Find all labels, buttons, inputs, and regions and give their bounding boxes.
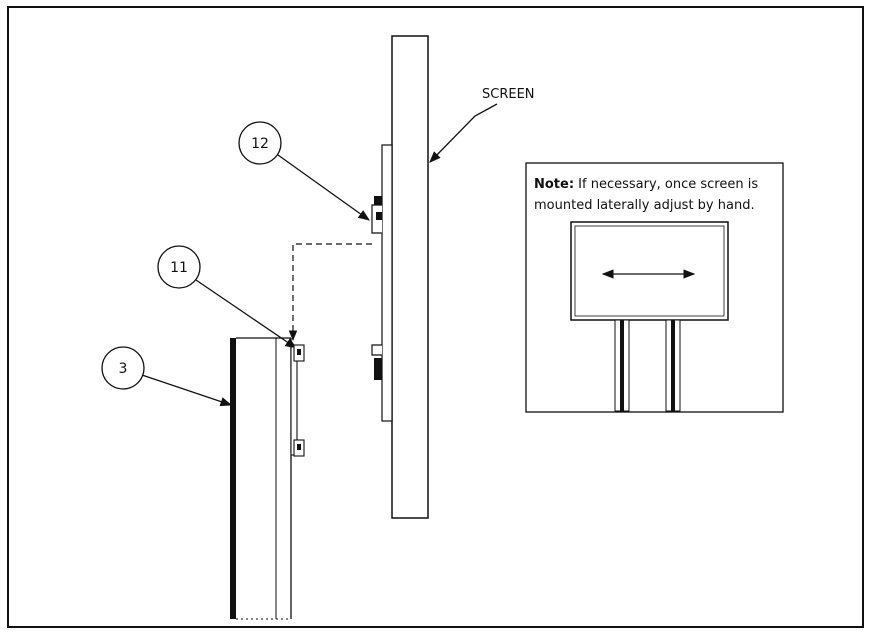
screen-label: SCREEN [482, 87, 535, 102]
svg-text:11: 11 [170, 260, 188, 276]
front-view-screen [570, 221, 729, 321]
callout-12: 12 [238, 121, 370, 221]
upper-hook [371, 196, 382, 234]
note-line-1: Note: If necessary, once screen is [534, 177, 758, 192]
lower-hook [371, 344, 382, 380]
screen-leader [429, 103, 498, 163]
dashed-motion-arrow [288, 243, 372, 342]
svg-text:3: 3 [119, 361, 128, 377]
note-inset: Note: If necessary, once screen is mount… [525, 162, 784, 413]
note-line-2: mounted laterally adjust by hand. [534, 198, 755, 213]
stand-column [230, 337, 292, 620]
svg-text:12: 12 [251, 136, 269, 152]
callout-11: 11 [157, 245, 297, 349]
stand-bracket [290, 344, 305, 457]
front-view-legs [614, 319, 681, 412]
screen-panel [371, 35, 429, 519]
diagram-frame [7, 6, 864, 628]
callout-3: 3 [101, 346, 233, 407]
screen-back-plate [381, 144, 393, 422]
